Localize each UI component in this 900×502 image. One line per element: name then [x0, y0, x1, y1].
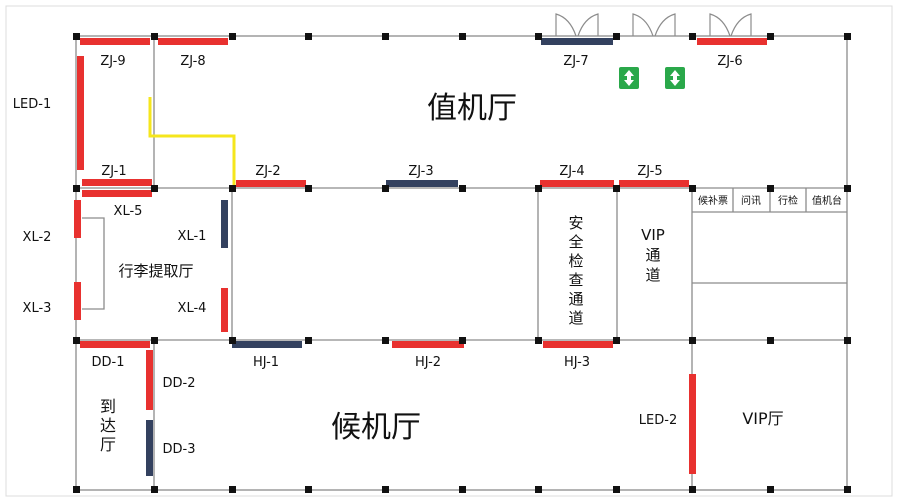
door-icon	[577, 13, 599, 37]
label-xl5: XL-5	[114, 204, 143, 219]
bar-hj3	[543, 341, 613, 348]
counter-check-in: 值机台	[812, 194, 842, 207]
bar-dd3	[146, 420, 153, 476]
label-zj3: ZJ-3	[408, 164, 433, 179]
bar-zj8	[158, 38, 228, 45]
label-xl3: XL-3	[23, 301, 52, 316]
door-icon	[654, 13, 676, 37]
column-markers	[73, 33, 851, 493]
vip-hall-label: VIP厅	[742, 409, 783, 428]
label-xl1: XL-1	[178, 229, 207, 244]
door-icon	[632, 13, 654, 37]
label-led2: LED-2	[639, 413, 677, 428]
bar-zj1	[82, 179, 152, 186]
bar-zj6	[697, 38, 767, 45]
label-zj6: ZJ-6	[717, 54, 742, 69]
bar-zj2	[236, 180, 306, 187]
arrival-hall-label: 到达厅	[100, 397, 116, 454]
label-zj8: ZJ-8	[180, 54, 205, 69]
bar-xl2	[74, 200, 81, 238]
counter-baggage-check: 行检	[778, 194, 798, 207]
double-arrow-icon	[619, 67, 639, 89]
label-xl4: XL-4	[178, 301, 207, 316]
label-led1: LED-1	[13, 97, 51, 112]
label-zj2: ZJ-2	[255, 164, 280, 179]
bar-zj3	[386, 180, 458, 187]
bar-led1	[77, 56, 84, 170]
bar-xl1	[221, 200, 228, 248]
bar-hj1	[232, 341, 302, 348]
bar-zj4	[540, 180, 614, 187]
double-arrow-icon	[665, 67, 685, 89]
bar-dd2	[146, 350, 153, 410]
label-zj4: ZJ-4	[559, 164, 584, 179]
baggage-claim-label: 行李提取厅	[118, 262, 193, 280]
door-icon	[555, 13, 577, 37]
bar-hj2	[392, 341, 464, 348]
gate-bars	[74, 38, 767, 476]
entrance-doors	[555, 13, 752, 37]
label-zj9: ZJ-9	[100, 54, 125, 69]
label-dd1: DD-1	[92, 355, 125, 370]
counter-info: 问讯	[741, 194, 761, 207]
label-zj7: ZJ-7	[563, 54, 588, 69]
bar-led2	[689, 374, 696, 474]
label-hj3: HJ-3	[564, 355, 590, 370]
label-dd2: DD-2	[163, 376, 196, 391]
bar-xl3	[74, 282, 81, 320]
door-icon	[730, 13, 752, 37]
yellow-route-line	[148, 97, 236, 186]
bar-dd1	[80, 341, 150, 348]
waiting-hall-label: 候机厅	[331, 410, 421, 445]
label-hj1: HJ-1	[253, 355, 279, 370]
bar-xl4	[221, 288, 228, 332]
bar-zj7	[541, 38, 613, 45]
label-hj2: HJ-2	[415, 355, 441, 370]
label-zj5: ZJ-5	[637, 164, 662, 179]
security-channel-label: 安全检查通道	[568, 214, 583, 327]
departure-hall-label: 值机厅	[427, 91, 517, 126]
door-icon	[709, 13, 731, 37]
label-dd3: DD-3	[163, 442, 196, 457]
bar-xl5	[82, 190, 152, 197]
bar-zj9	[80, 38, 150, 45]
label-xl2: XL-2	[23, 230, 52, 245]
page-frame	[5, 5, 893, 497]
counter-standby: 候补票	[698, 194, 728, 207]
bar-zj5	[619, 180, 689, 187]
label-zj1: ZJ-1	[101, 164, 126, 179]
